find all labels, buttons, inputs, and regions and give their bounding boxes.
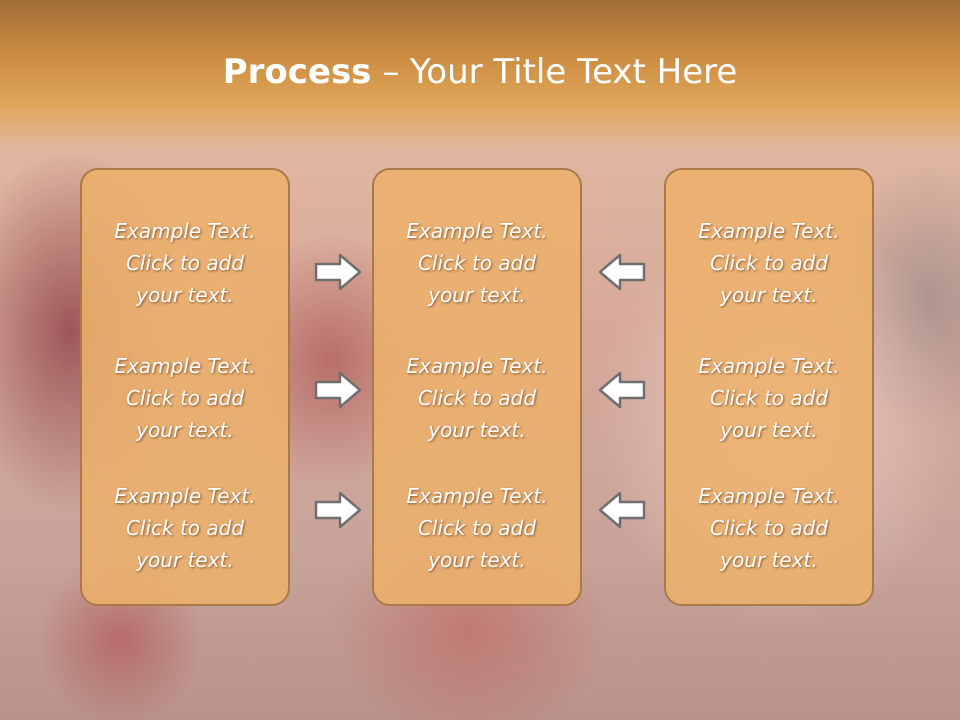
text-placeholder[interactable]: Example Text. Click to add your text. bbox=[374, 480, 580, 576]
text-line: Example Text. bbox=[114, 484, 256, 508]
text-line: Example Text. bbox=[698, 354, 840, 378]
text-line: your text. bbox=[136, 418, 234, 442]
text-placeholder[interactable]: Example Text. Click to add your text. bbox=[666, 480, 872, 576]
text-line: Click to add bbox=[709, 386, 829, 410]
process-box-center[interactable]: Example Text. Click to add your text. Ex… bbox=[372, 168, 582, 606]
text-line: Click to add bbox=[125, 386, 245, 410]
text-line: Click to add bbox=[417, 516, 537, 540]
text-line: your text. bbox=[720, 548, 818, 572]
title-banner bbox=[0, 0, 960, 150]
title-bold: Process bbox=[222, 52, 372, 92]
text-placeholder[interactable]: Example Text. Click to add your text. bbox=[666, 350, 872, 446]
text-line: your text. bbox=[720, 283, 818, 307]
text-placeholder[interactable]: Example Text. Click to add your text. bbox=[374, 350, 580, 446]
text-line: your text. bbox=[428, 283, 526, 307]
text-placeholder[interactable]: Example Text. Click to add your text. bbox=[82, 215, 288, 311]
text-line: Click to add bbox=[125, 516, 245, 540]
text-line: Click to add bbox=[417, 251, 537, 275]
text-placeholder[interactable]: Example Text. Click to add your text. bbox=[82, 350, 288, 446]
text-line: your text. bbox=[136, 548, 234, 572]
process-box-right[interactable]: Example Text. Click to add your text. Ex… bbox=[664, 168, 874, 606]
text-placeholder[interactable]: Example Text. Click to add your text. bbox=[666, 215, 872, 311]
right-arrow-icon[interactable] bbox=[314, 252, 362, 292]
text-placeholder[interactable]: Example Text. Click to add your text. bbox=[82, 480, 288, 576]
slide-title[interactable]: Process – Your Title Text Here bbox=[0, 52, 960, 92]
text-line: Example Text. bbox=[114, 219, 256, 243]
title-rest: – Your Title Text Here bbox=[371, 52, 738, 92]
text-line: Example Text. bbox=[406, 484, 548, 508]
text-line: your text. bbox=[428, 418, 526, 442]
text-line: Click to add bbox=[417, 386, 537, 410]
process-box-left[interactable]: Example Text. Click to add your text. Ex… bbox=[80, 168, 290, 606]
text-placeholder[interactable]: Example Text. Click to add your text. bbox=[374, 215, 580, 311]
text-line: Click to add bbox=[709, 516, 829, 540]
text-line: Click to add bbox=[125, 251, 245, 275]
text-line: your text. bbox=[428, 548, 526, 572]
text-line: Example Text. bbox=[698, 484, 840, 508]
text-line: your text. bbox=[720, 418, 818, 442]
text-line: Example Text. bbox=[698, 219, 840, 243]
left-arrow-icon[interactable] bbox=[598, 252, 646, 292]
text-line: Example Text. bbox=[114, 354, 256, 378]
text-line: Example Text. bbox=[406, 354, 548, 378]
right-arrow-icon[interactable] bbox=[314, 490, 362, 530]
left-arrow-icon[interactable] bbox=[598, 490, 646, 530]
left-arrow-icon[interactable] bbox=[598, 370, 646, 410]
right-arrow-icon[interactable] bbox=[314, 370, 362, 410]
text-line: Example Text. bbox=[406, 219, 548, 243]
text-line: Click to add bbox=[709, 251, 829, 275]
text-line: your text. bbox=[136, 283, 234, 307]
